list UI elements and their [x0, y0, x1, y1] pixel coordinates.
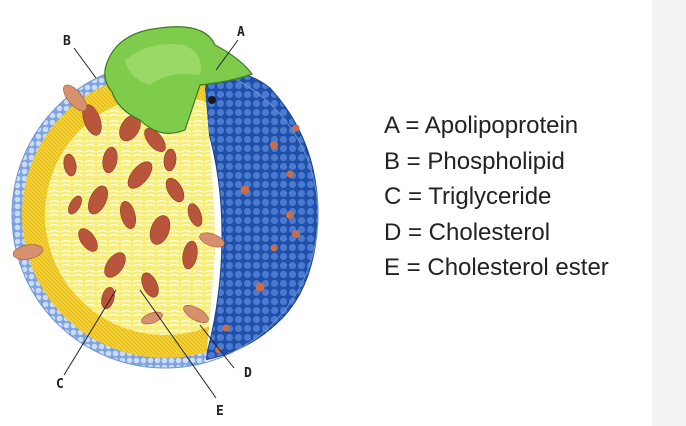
lipoprotein-diagram: B A C D E — [11, 25, 319, 419]
legend-item-c: C = Triglyceride — [384, 183, 552, 210]
legend-item-e: E = Cholesterol ester — [384, 254, 609, 281]
cholesterol-ester-molecules — [63, 104, 203, 310]
legend-item-a: A = Apolipoprotein — [384, 112, 579, 139]
legend-item-d: D = Cholesterol — [384, 218, 551, 246]
label-a: A — [237, 25, 245, 40]
label-c: C — [56, 377, 64, 392]
cut-surface — [189, 71, 319, 361]
label-b: B — [63, 34, 71, 49]
cut-surface-dots — [208, 96, 300, 353]
leader-lines — [63, 39, 239, 399]
legend-item-b: B = Phospholipid — [384, 147, 565, 175]
surface-cholesterol — [12, 84, 225, 325]
legend: A = Apolipoprotein B = Phospholipid C = … — [384, 108, 609, 286]
right-edge-strip — [652, 0, 686, 426]
label-e: E — [216, 404, 224, 419]
apolipoprotein — [104, 26, 253, 134]
label-d: D — [244, 366, 252, 381]
